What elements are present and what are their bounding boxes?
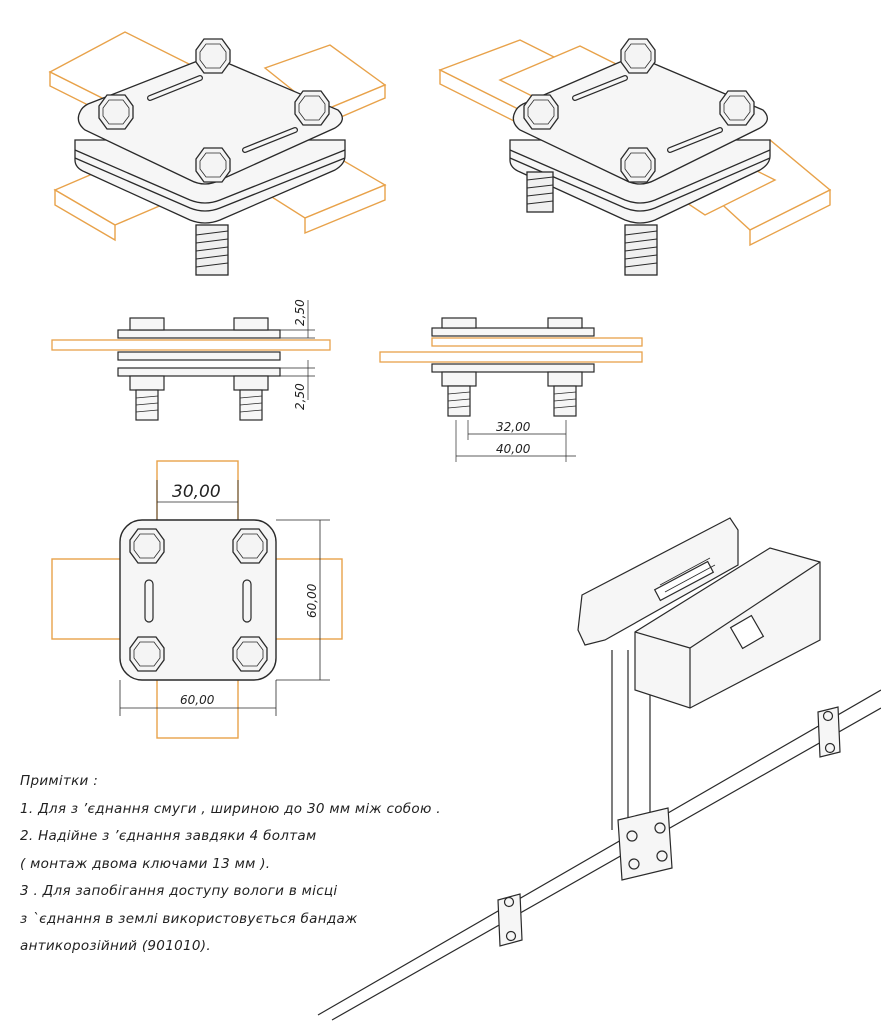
isometric-view-stacked xyxy=(438,38,832,276)
top-plate xyxy=(119,519,277,681)
side-nut-2 xyxy=(233,317,269,331)
top-slot-right xyxy=(242,579,252,623)
note-line-4: 3 . Для запобігання доступу вологи в міс… xyxy=(20,883,338,899)
top-strip-left xyxy=(51,558,123,640)
top-bolt-1 xyxy=(129,528,165,564)
side-view-cross xyxy=(51,300,331,421)
clamp-body xyxy=(74,58,346,276)
top-bolt-4 xyxy=(232,636,268,672)
iso2-bolt-front xyxy=(620,147,656,183)
side2-nut-4 xyxy=(547,371,583,387)
side-nut-4 xyxy=(233,375,269,391)
note-line-6: антикорозійний (901010). xyxy=(20,938,211,954)
notes-heading: Примітки : xyxy=(20,773,99,789)
note-line-3: ( монтаж двома ключами 13 мм ). xyxy=(20,855,271,872)
side-nut-1 xyxy=(129,317,165,331)
install-clamp-left xyxy=(497,893,523,947)
top-slot-left xyxy=(144,579,154,623)
iso2-bolt-left xyxy=(523,94,559,130)
side2-nut-1 xyxy=(441,317,477,329)
top-bolt-3 xyxy=(129,636,165,672)
side2-plate-top xyxy=(431,327,595,337)
top-strip-lower xyxy=(156,675,239,739)
iso-bolt-back xyxy=(195,38,231,74)
side2-plate-bottom xyxy=(431,363,595,373)
inspection-box xyxy=(634,547,821,709)
isometric-view-cross xyxy=(48,31,387,276)
dim-plate-width: 60,00 xyxy=(180,693,215,707)
top-strip-upper xyxy=(156,460,239,524)
notes-block: Примітки : 1. Для з ’єднання смуги , шир… xyxy=(20,768,540,961)
dim-strip-width: 30,00 xyxy=(172,482,221,502)
iso-bolt-left xyxy=(98,94,134,130)
dim-plate-gap-top: 2,50 xyxy=(293,299,307,326)
test-terminal-plate xyxy=(577,517,739,646)
dim-plate-width-side: 40,00 xyxy=(496,442,531,456)
side2-nut-3 xyxy=(441,371,477,387)
dim-plate-height: 60,00 xyxy=(305,583,319,618)
note-line-2: 2. Надійне з ’єднання завдяки 4 болтам xyxy=(20,828,317,844)
side-view-stacked xyxy=(379,317,643,462)
note-line-5: з `єднання в землі використовується банд… xyxy=(20,910,358,927)
installation-view xyxy=(317,517,881,1021)
ground-strip xyxy=(317,689,881,1021)
dim-plate-gap-bottom: 2,50 xyxy=(293,383,307,410)
terminal-block xyxy=(653,560,715,602)
side-strip xyxy=(51,339,331,351)
note-line-1: 1. Для з ’єднання смуги , шириною до 30 … xyxy=(20,800,441,817)
iso2-bolt-right xyxy=(719,90,755,126)
side-plate-bottom xyxy=(117,367,281,377)
side2-strip-lower xyxy=(379,351,643,363)
side2-nut-2 xyxy=(547,317,583,329)
top-strip-right xyxy=(271,558,343,640)
dim-bolt-spacing: 32,00 xyxy=(496,420,531,434)
iso-bolt-right xyxy=(294,90,330,126)
side-plate-top xyxy=(117,329,281,339)
side-plate-mid xyxy=(117,351,281,361)
side2-strip-upper xyxy=(431,337,643,347)
install-clamp-main xyxy=(617,807,673,881)
side-nut-3 xyxy=(129,375,165,391)
box-logo-icon xyxy=(729,614,765,650)
iso-bolt-front xyxy=(195,147,231,183)
install-clamp-right xyxy=(817,706,841,758)
top-bolt-2 xyxy=(232,528,268,564)
top-view xyxy=(51,460,343,739)
iso2-bolt-back xyxy=(620,38,656,74)
